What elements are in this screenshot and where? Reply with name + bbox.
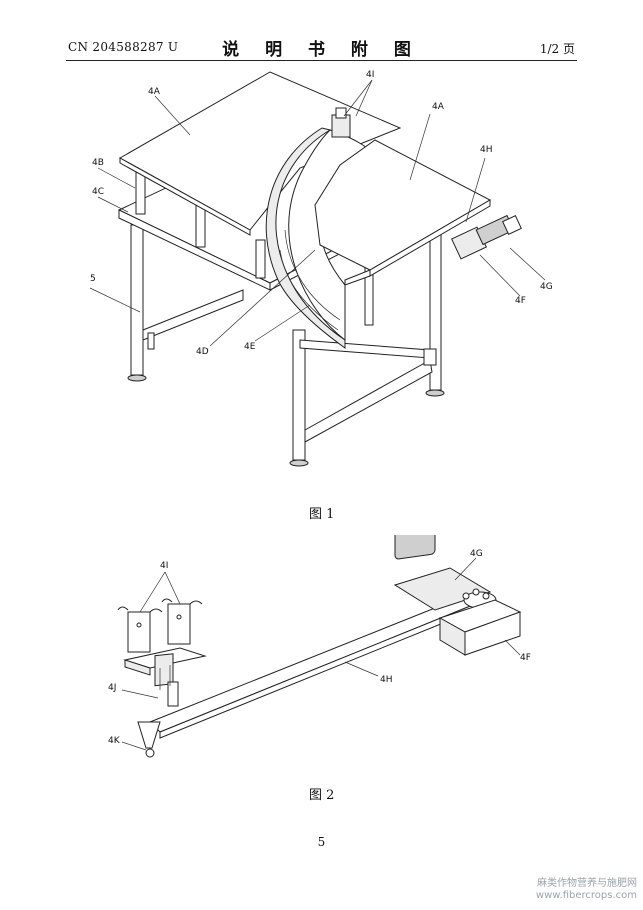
- header-rule: [66, 60, 577, 61]
- label-4b: 4B: [92, 158, 104, 168]
- curved-guide: [265, 127, 346, 349]
- swing-arm: [149, 589, 491, 733]
- page-title: 说 明 书 附 图: [222, 40, 421, 60]
- label-4i: 4I: [366, 70, 374, 80]
- label-4f: 4F: [515, 296, 526, 306]
- label2-4f: 4F: [520, 653, 531, 663]
- label-4a-right: 4A: [432, 102, 445, 112]
- label2-4i: 4I: [160, 561, 168, 571]
- figure-1-labels: 4A 4A 4I 4B 4C 4H 5 4G 4F 4D 4E: [90, 70, 553, 357]
- label-4h: 4H: [480, 145, 493, 155]
- page-indicator: 1/2 页: [539, 42, 575, 56]
- figure-1-drawing: 4A 4A 4I 4B 4C 4H 5 4G 4F 4D 4E: [89, 70, 553, 467]
- figure-2-caption: 图 2: [309, 788, 335, 803]
- patent-number: CN 204588287 U: [68, 40, 179, 54]
- figure-2-labels: 4I 4J 4K 4H 4G 4F: [108, 549, 531, 746]
- label-4c: 4C: [92, 187, 104, 197]
- watermark-url: www.fibercrops.com: [535, 890, 637, 901]
- label-4g: 4G: [540, 282, 553, 292]
- watermark: 麻类作物营养与施肥网 www.fibercrops.com: [536, 878, 637, 902]
- page-number: 5: [317, 835, 326, 849]
- label2-4k: 4K: [108, 736, 121, 746]
- label-4e: 4E: [244, 342, 256, 352]
- label-4d: 4D: [196, 347, 209, 357]
- figure-1-caption: 图 1: [309, 507, 335, 522]
- label2-4j: 4J: [108, 683, 116, 693]
- label-5: 5: [90, 274, 96, 284]
- figure-2-drawing: 4I 4J 4K 4H 4G 4F: [108, 535, 531, 758]
- watermark-cn: 麻类作物营养与施肥网: [537, 878, 637, 889]
- label2-4h: 4H: [380, 675, 393, 685]
- label2-4g: 4G: [470, 549, 483, 559]
- label-4a-left: 4A: [148, 87, 161, 97]
